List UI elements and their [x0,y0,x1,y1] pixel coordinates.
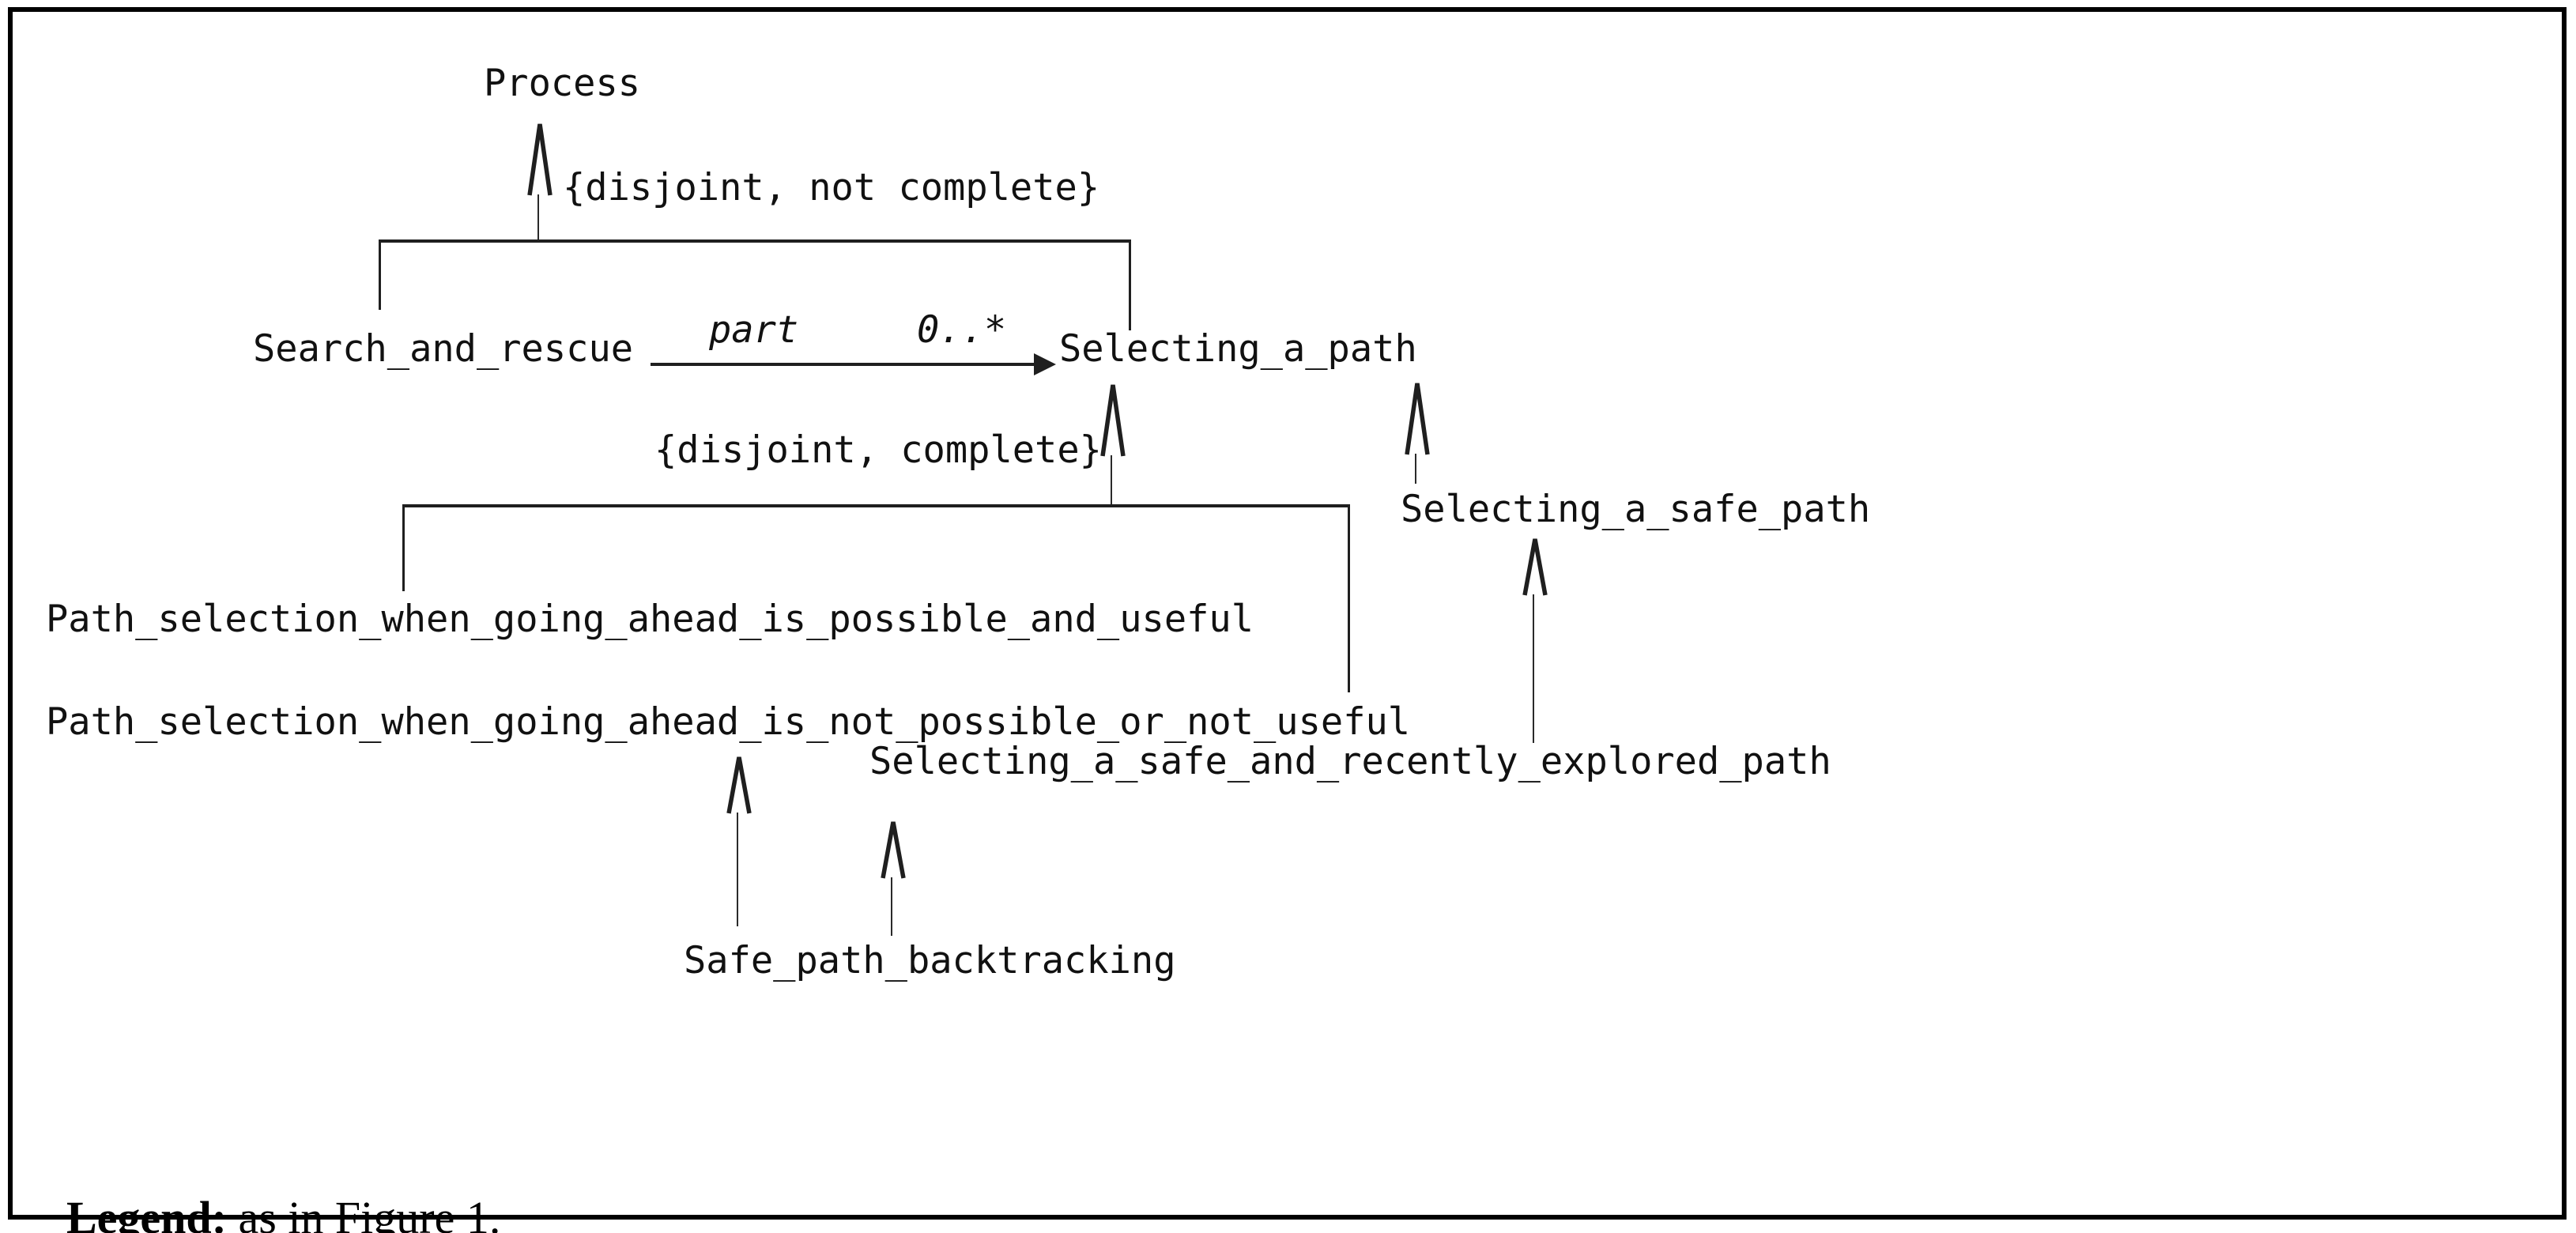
association-name-label: part [709,308,799,352]
generalization-tail-selecting-a-path [1111,455,1112,506]
connector1-horizontal [379,239,1131,243]
node-selecting-a-safe-path: Selecting_a_safe_path [1401,488,1871,531]
node-safe-path-backtracking: Safe_path_backtracking [684,939,1176,982]
connector2-stub-not-possible [1348,504,1350,692]
node-search-and-rescue: Search_and_rescue [253,327,634,371]
association-line [651,363,1035,366]
generalization-arrowhead-process-icon [527,123,553,196]
generalization-arrowhead-recently-explored-to-safe-path-icon [1522,538,1548,596]
constraint-selecting-a-path-children: {disjoint, complete} [654,428,1102,472]
legend-title: Legend: [66,1192,227,1233]
connector1-stub-selecting-a-path [1129,239,1131,330]
generalization-tail-process [537,194,539,243]
generalization-arrowhead-backtracking-to-not-possible-icon [726,756,752,814]
node-selecting-a-path: Selecting_a_path [1059,327,1417,371]
constraint-process-children: {disjoint, not complete} [563,166,1100,209]
connector2-stub-possible [402,504,405,591]
association-multiplicity-label: 0..* [917,308,1007,352]
generalization-tail-safe-path-to-selecting-a-path [1415,454,1416,484]
connector1-stub-search-and-rescue [379,239,381,310]
node-process: Process [484,62,641,105]
generalization-tail-recently-explored-to-safe-path [1533,594,1534,743]
generalization-tail-backtracking-to-recently-explored [891,877,892,936]
association-arrowhead-icon [1034,353,1056,375]
generalization-arrowhead-safe-path-to-selecting-a-path-icon [1405,383,1430,455]
legend-text: as in Figure 1. [227,1192,501,1233]
generalization-arrowhead-backtracking-to-recently-explored-icon [881,821,906,879]
legend: Legend: as in Figure 1. [21,1140,500,1233]
connector2-horizontal [402,504,1350,507]
node-path-selection-possible: Path_selection_when_going_ahead_is_possi… [46,598,1254,641]
generalization-arrowhead-selecting-a-path-icon [1100,384,1126,457]
node-selecting-safe-recently-explored: Selecting_a_safe_and_recently_explored_p… [869,740,1831,783]
node-path-selection-not-possible: Path_selection_when_going_ahead_is_not_p… [46,700,1411,744]
figure-border [8,7,2567,1220]
generalization-tail-backtracking-to-not-possible [737,813,738,926]
